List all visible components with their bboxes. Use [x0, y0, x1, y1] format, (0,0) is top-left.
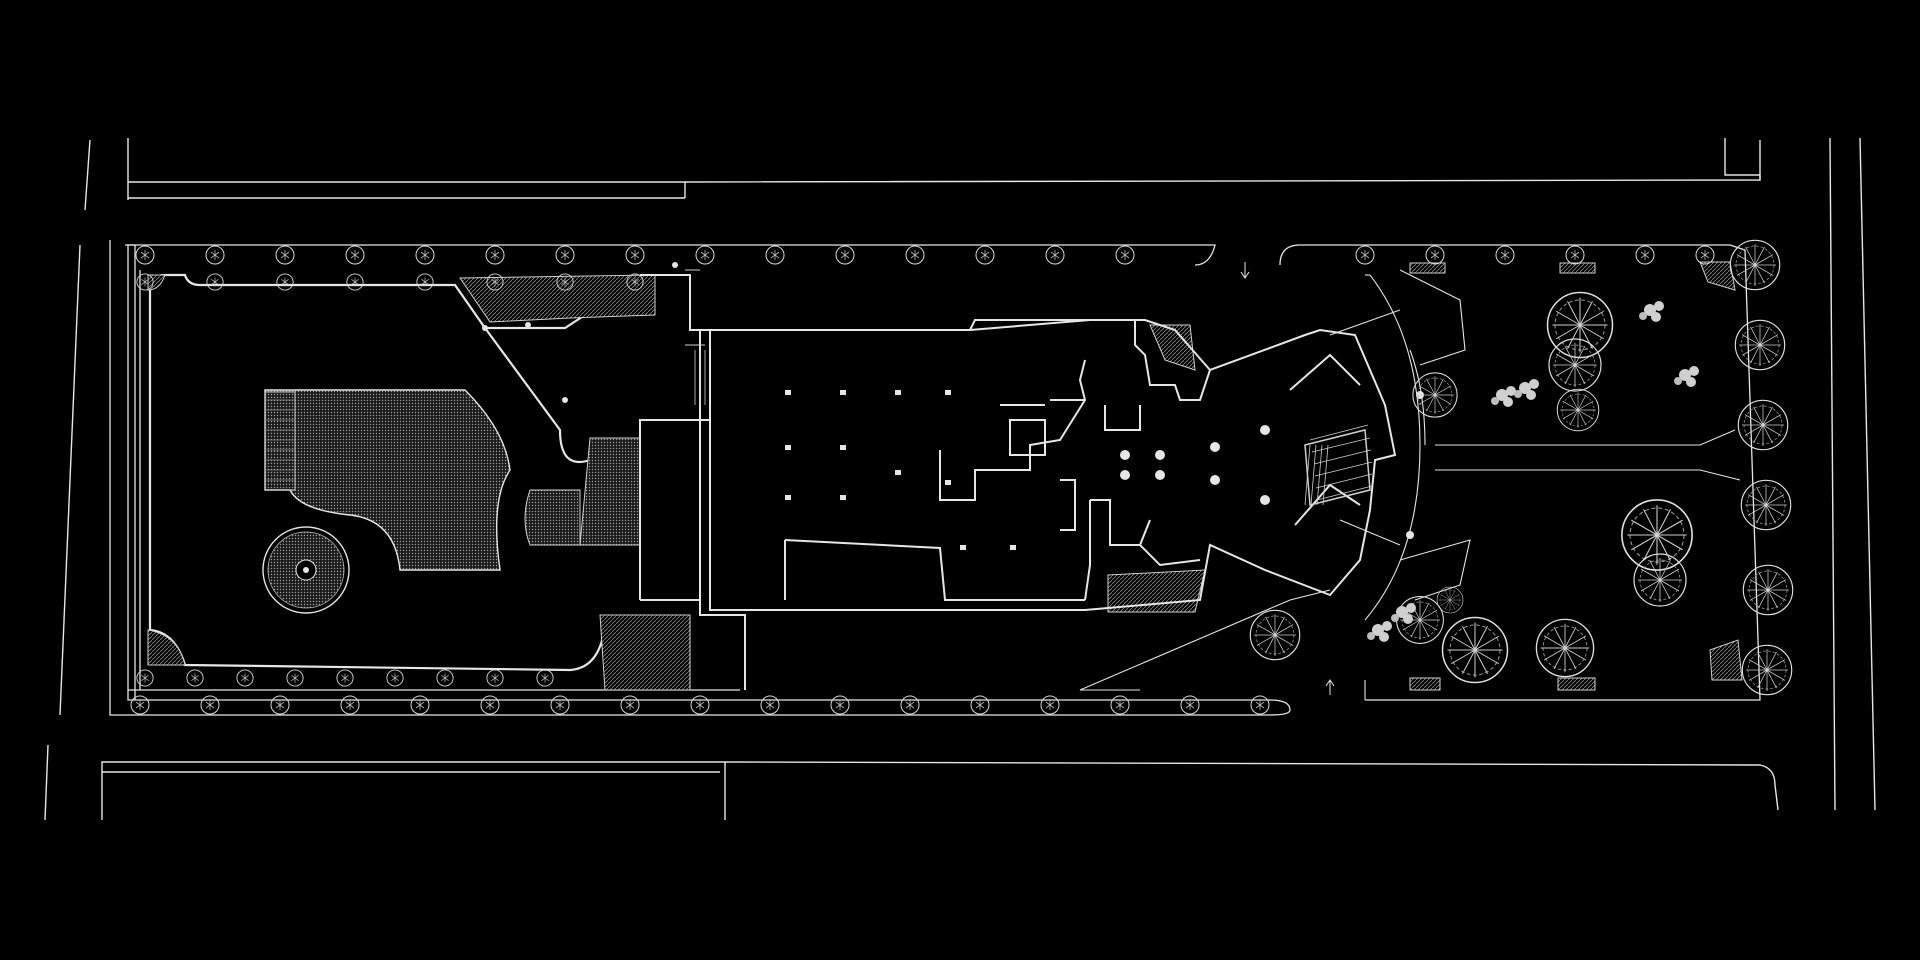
large-tree-icon	[1633, 553, 1687, 607]
street-tree-icon	[695, 245, 715, 265]
street-tree-icon	[346, 273, 364, 291]
large-tree-icon	[1734, 319, 1786, 371]
street-tree-icon	[336, 669, 354, 687]
street-tree-icon	[905, 245, 925, 265]
street-tree-icon	[765, 245, 785, 265]
large-tree-icon	[1729, 239, 1781, 291]
street-tree-icon	[620, 695, 640, 715]
street-tree-icon	[386, 669, 404, 687]
street-tree-icon	[1565, 245, 1585, 265]
street-tree-icon	[486, 669, 504, 687]
building-outline	[639, 274, 1397, 690]
street-tree-icon	[970, 695, 990, 715]
street-tree-icon	[1355, 245, 1375, 265]
street-tree-icon	[1110, 695, 1130, 715]
shrub-icon	[1514, 379, 1539, 400]
street-tree-icon	[625, 245, 645, 265]
large-tree-icon	[1441, 616, 1509, 684]
street-tree-icon	[1180, 695, 1200, 715]
large-tree-icon	[1621, 499, 1693, 571]
large-tree-icon	[1556, 388, 1600, 432]
large-tree-icon	[1741, 644, 1793, 696]
street-tree-icon	[206, 273, 224, 291]
street-tree-icon	[1695, 245, 1715, 265]
street-tree-icon	[1635, 245, 1655, 265]
street-tree-icon	[416, 273, 434, 291]
street-tree-icon	[480, 695, 500, 715]
street-tree-icon	[135, 245, 155, 265]
street-tree-icon	[345, 245, 365, 265]
street-tree-icon	[186, 669, 204, 687]
large-tree-icon	[1412, 372, 1458, 418]
stairs	[685, 269, 1373, 506]
large-tree-icon	[1548, 338, 1602, 392]
columns	[482, 262, 1424, 550]
street-tree-icon	[286, 669, 304, 687]
street-tree-icon	[760, 695, 780, 715]
street-tree-icon	[536, 669, 554, 687]
large-tree-icon	[1546, 291, 1614, 359]
street-tree-icon	[555, 245, 575, 265]
large-tree-icon	[1436, 586, 1464, 614]
site-boundary	[109, 240, 1761, 716]
large-tree-icon	[1737, 399, 1789, 451]
pool	[262, 389, 511, 614]
street-tree-icon	[485, 245, 505, 265]
street-tree-icon	[550, 695, 570, 715]
shrubs	[1367, 301, 1699, 642]
street-tree-icon	[830, 695, 850, 715]
street-tree-icon	[1045, 245, 1065, 265]
street-tree-icon	[1040, 695, 1060, 715]
street-tree-icon	[236, 669, 254, 687]
large-trees	[1249, 239, 1794, 696]
street-tree-icon	[130, 695, 150, 715]
shrub-icon	[1639, 301, 1664, 322]
shrub-icon	[1391, 603, 1416, 624]
street-tree-icon	[835, 245, 855, 265]
street-tree-icon	[200, 695, 220, 715]
shrub-icon	[1674, 366, 1699, 387]
street-tree-icon	[276, 273, 294, 291]
shrub-icon	[1367, 621, 1392, 642]
street-tree-icon	[270, 695, 290, 715]
large-tree-icon	[1535, 618, 1595, 678]
large-tree-icon	[1740, 479, 1792, 531]
arrow-icon	[1240, 262, 1335, 695]
large-tree-icon	[1742, 564, 1794, 616]
street-tree-icon	[1495, 245, 1515, 265]
street-tree-icon	[1115, 245, 1135, 265]
street-tree-icon	[205, 245, 225, 265]
street-tree-icon	[275, 245, 295, 265]
large-tree-icon	[1249, 609, 1301, 661]
street-tree-icon	[900, 695, 920, 715]
street-tree-icon	[975, 245, 995, 265]
street-tree-icon	[1250, 695, 1270, 715]
street-tree-icon	[410, 695, 430, 715]
shrub-icon	[1491, 386, 1516, 407]
street-tree-icon	[415, 245, 435, 265]
street-tree-icon	[136, 669, 154, 687]
street-tree-icon	[436, 669, 454, 687]
planting-beds	[147, 261, 1743, 691]
plaza-arcs	[1079, 269, 1741, 700]
street-curbs	[44, 137, 1876, 821]
street-tree-icon	[340, 695, 360, 715]
street-tree-icon	[1425, 245, 1445, 265]
street-tree-icon	[690, 695, 710, 715]
